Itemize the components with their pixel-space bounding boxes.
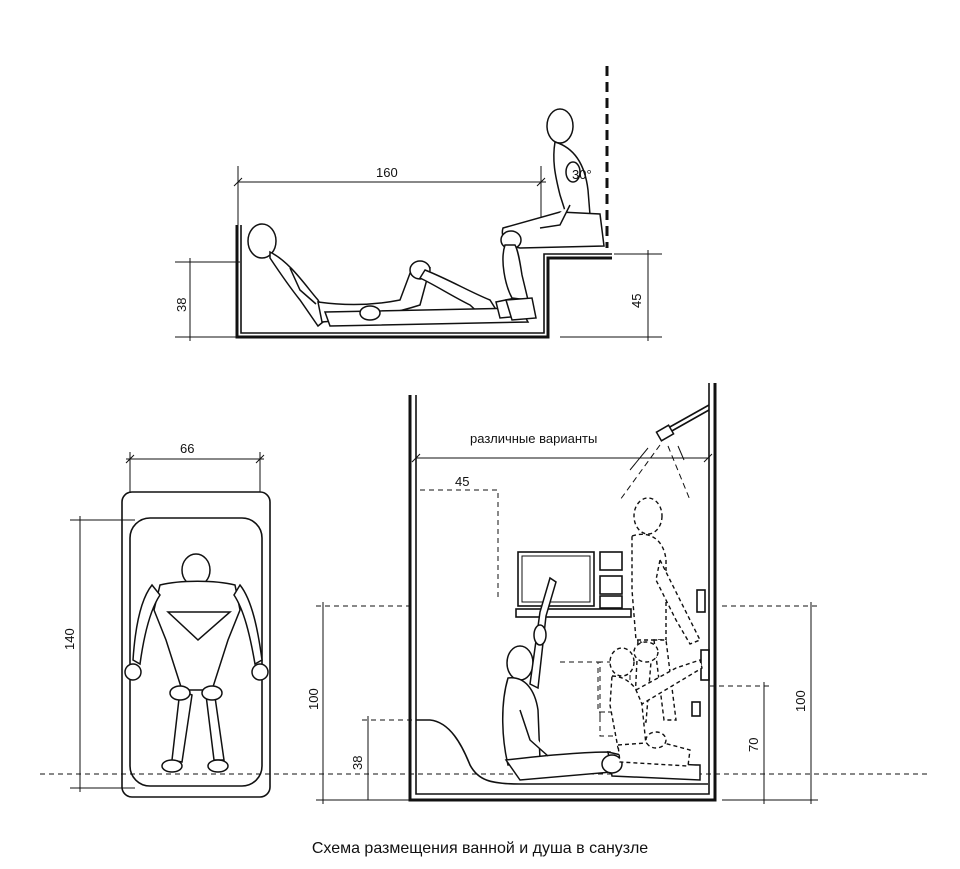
wall-control-top [696, 589, 706, 613]
seated-figure [500, 108, 605, 321]
mirror-panel [517, 551, 595, 607]
dim-100-right-label: 100 [793, 690, 808, 712]
shower-view: различные варианты 45 100 38 100 [40, 383, 930, 804]
dim-38-label: 38 [174, 298, 189, 312]
shower-head-icon [655, 424, 675, 442]
lying-figure-plan [124, 553, 269, 773]
dim-38-left-label: 38 [350, 756, 365, 770]
bath-side-outline [235, 225, 612, 339]
dim-66-label: 66 [180, 441, 194, 456]
bath-plan-view: 66 140 [62, 441, 271, 798]
dim-45-shower-label: 45 [455, 474, 469, 489]
dim-160-label: 160 [376, 165, 398, 180]
shower-arm [667, 404, 710, 433]
bath-plan-inner [129, 517, 263, 787]
dim-70-right-label: 70 [746, 738, 761, 752]
tub-curve [416, 719, 708, 785]
wall-control-low [691, 701, 701, 717]
variants-label: различные варианты [470, 431, 597, 446]
bath-side-view: 160 38 45 [174, 66, 662, 341]
shower-enclosure [408, 383, 717, 802]
tilt-label: 30° [572, 167, 592, 182]
shelf [515, 608, 632, 618]
bath-plan-outer [121, 491, 271, 798]
dim-45-label: 45 [629, 294, 644, 308]
dim-100-left-label: 100 [306, 688, 321, 710]
dim-140-label: 140 [62, 628, 77, 650]
kneeling-figure-dotted [609, 647, 703, 767]
diagram-caption: Схема размещения ванной и душа в санузле [311, 840, 649, 857]
reclining-figure [247, 223, 531, 328]
wall-control-mid [700, 649, 710, 681]
